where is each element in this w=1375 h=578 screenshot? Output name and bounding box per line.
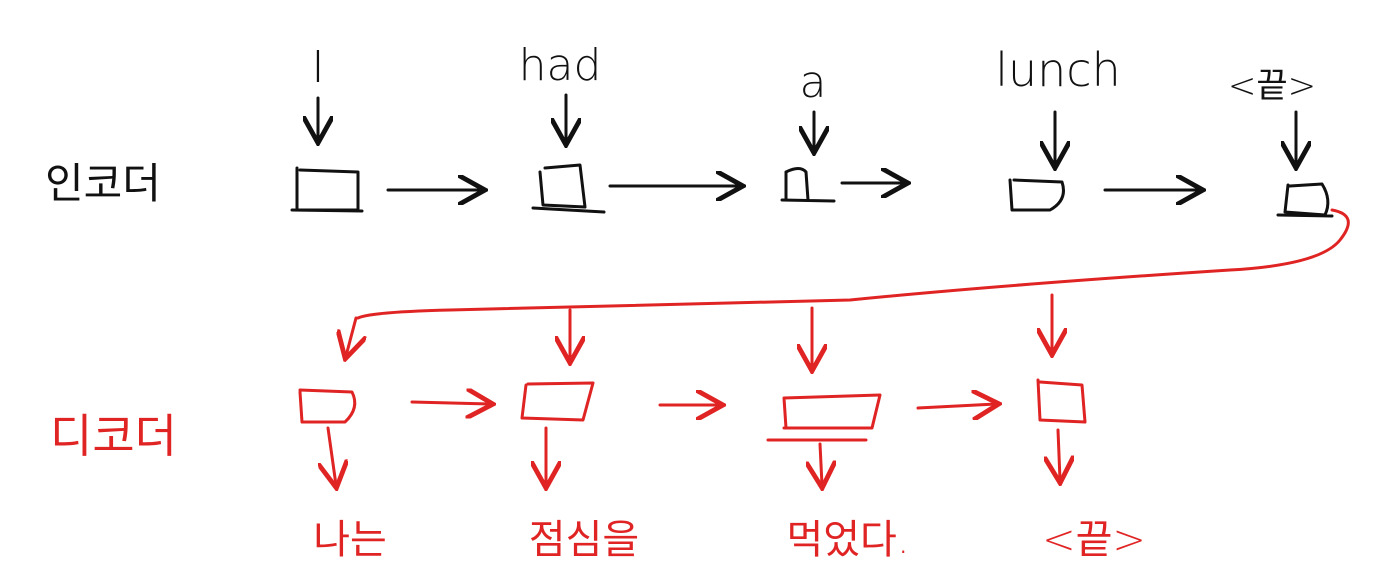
encoder-cell [780, 167, 836, 203]
context-branch-arrow [346, 316, 356, 356]
context-curve [356, 208, 1350, 320]
encoder-input-word: <끝> [1228, 66, 1316, 106]
decoder-group: 디코더 나는 점심을 먹었다. <끝> [50, 378, 1146, 563]
encoder-cell [1276, 182, 1334, 218]
decoder-cell [766, 393, 882, 442]
decoder-output-arrow [1058, 428, 1060, 480]
decoder-output-arrow [328, 426, 336, 485]
decoder-output-word: <끝> [1042, 517, 1146, 563]
encoder-label: 인코더 [45, 159, 161, 208]
encoder-cell [290, 166, 364, 213]
encoder-group: 인코더 I had a lunch <끝> [45, 40, 1334, 218]
decoder-recurrent-arrow [916, 404, 996, 408]
encoder-input-word: I [312, 42, 325, 93]
decoder-cell [520, 381, 595, 422]
context-vector-connection [346, 208, 1350, 368]
decoder-output-word: 먹었다. [786, 517, 909, 563]
decoder-recurrent-arrow [410, 402, 490, 404]
encoder-input-word: a [800, 57, 827, 108]
encoder-cell [1008, 178, 1065, 212]
decoder-output-word: 점심을 [529, 517, 639, 563]
decoder-label: 디코더 [50, 409, 177, 463]
decoder-output-word: 나는 [313, 517, 387, 563]
decoder-output-arrow [820, 442, 822, 485]
encoder-input-word: lunch [995, 43, 1121, 97]
decoder-cell [298, 388, 357, 424]
encoder-cell [531, 163, 606, 214]
decoder-cell [1036, 378, 1087, 424]
encoder-input-word: had [519, 40, 602, 91]
